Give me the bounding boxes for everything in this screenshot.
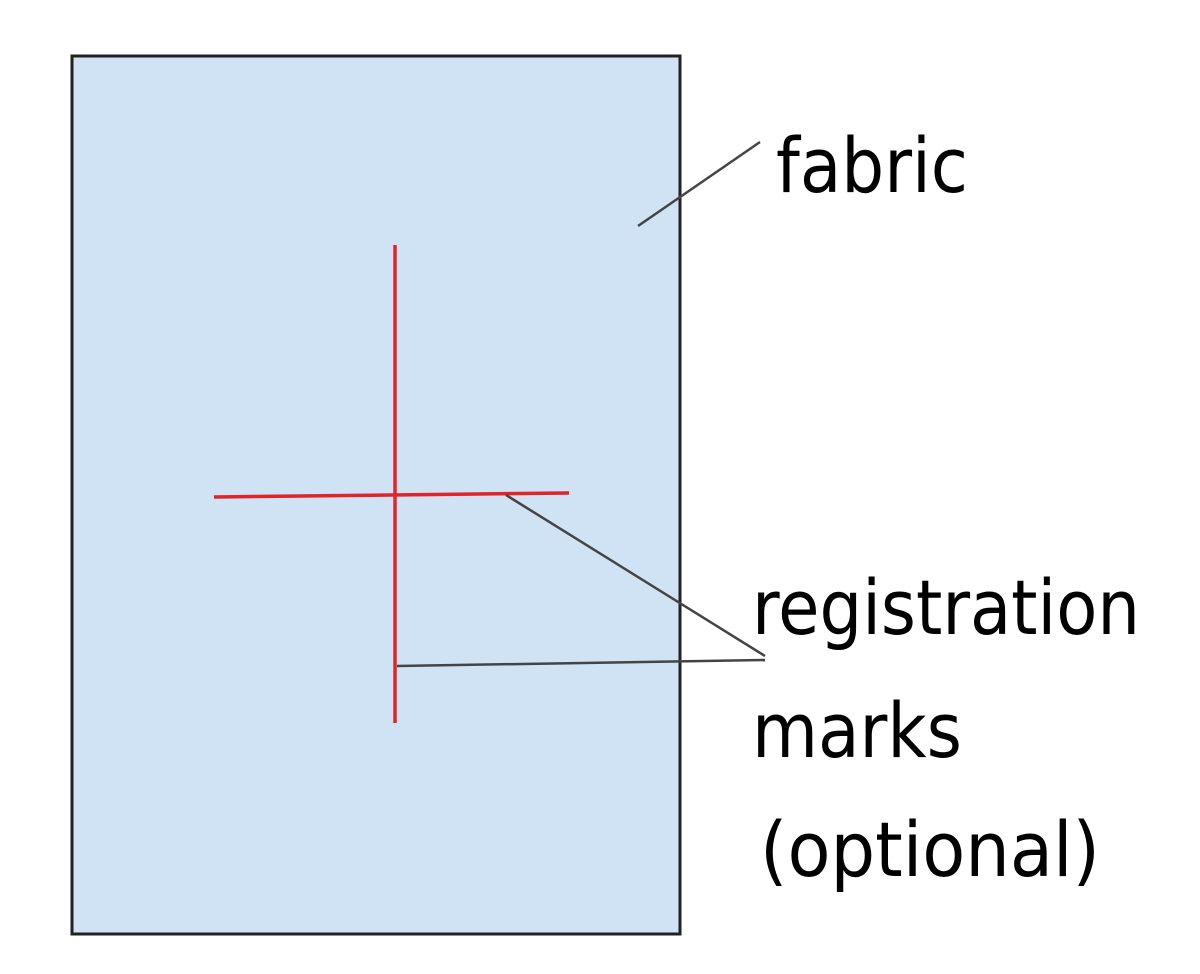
registration-label-line1: registration: [752, 563, 1140, 652]
fabric-leader-line: [637, 140, 761, 228]
registration-leader-line-horizontal-mark: [505, 493, 766, 658]
fabric-label: fabric: [776, 121, 968, 210]
registration-mark-horizontal: [213, 491, 570, 499]
registration-label-line3: (optional): [760, 805, 1100, 894]
registration-label-line2: marks: [752, 686, 962, 775]
registration-leader-line-vertical-mark: [396, 658, 766, 668]
registration-cross: [213, 245, 570, 723]
